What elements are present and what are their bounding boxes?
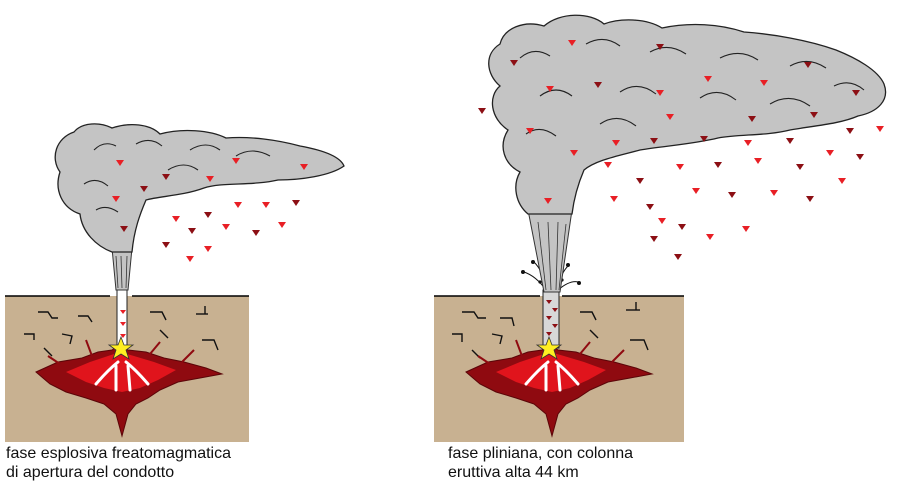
left-eruption-cloud xyxy=(55,124,344,252)
left-caption-line1: fase esplosiva freatomagmatica xyxy=(6,444,231,463)
right-eruption-cloud xyxy=(489,15,886,214)
right-column-stem xyxy=(528,210,572,292)
left-caption-line2: di apertura del condotto xyxy=(6,463,231,482)
right-caption-line1: fase pliniana, con colonna xyxy=(448,444,633,463)
left-caption: fase esplosiva freatomagmatica di apertu… xyxy=(6,444,231,482)
left-panel xyxy=(5,124,344,442)
right-caption-line2: eruttiva alta 44 km xyxy=(448,463,633,482)
right-panel xyxy=(434,15,886,442)
right-caption: fase pliniana, con colonna eruttiva alta… xyxy=(448,444,633,482)
right-conduit xyxy=(543,290,559,348)
